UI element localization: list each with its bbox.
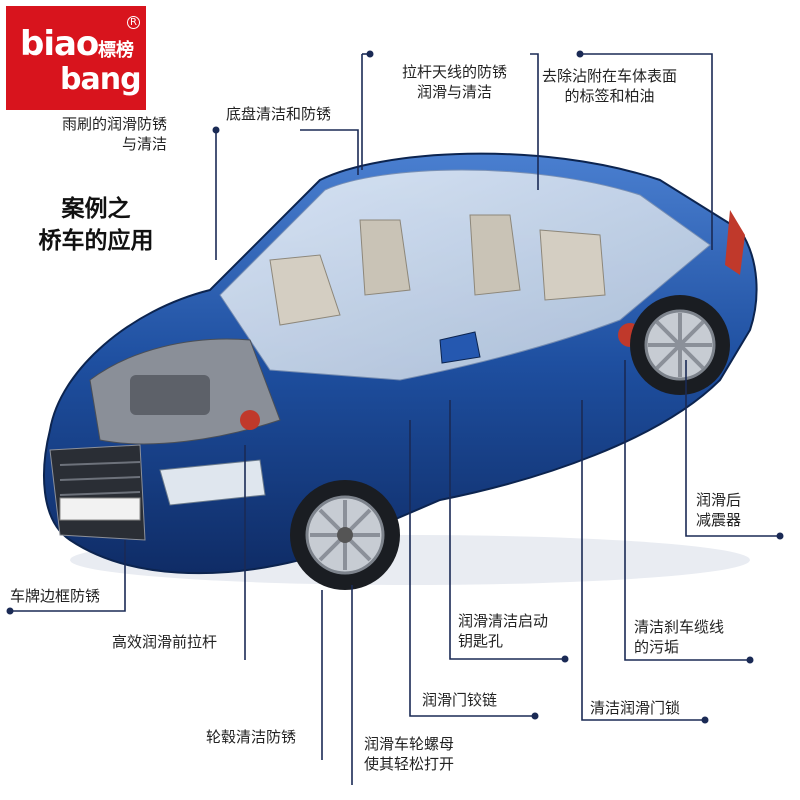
logo-text-top: biao bbox=[20, 24, 99, 64]
label-front-tie-rod: 高效润滑前拉杆 bbox=[112, 633, 218, 651]
label-license-plate-frame: 车牌边框防锈 bbox=[10, 587, 101, 605]
label-sticker-removal: 去除沾附在车体表面 的标签和柏油 bbox=[542, 67, 678, 105]
label-ignition-keyhole: 润滑清洁启动 钥匙孔 bbox=[458, 612, 549, 650]
logo-text-chinese: 標榜 bbox=[98, 40, 134, 61]
brand-logo: biao 標榜 bang R bbox=[6, 6, 146, 110]
logo-text-bottom: bang bbox=[60, 62, 142, 97]
headline-line-1: 案例之 bbox=[61, 196, 131, 222]
car-cutaway-illustration bbox=[43, 152, 758, 590]
headline-line-2: 桥车的应用 bbox=[38, 228, 154, 254]
label-rear-shock: 润滑后 减震器 bbox=[696, 491, 742, 529]
label-brake-cable: 清洁刹车缆线 的污垢 bbox=[634, 618, 725, 656]
label-wheel-hub: 轮毂清洁防锈 bbox=[206, 728, 297, 746]
label-chassis: 底盘清洁和防锈 bbox=[226, 105, 332, 123]
label-antenna: 拉杆天线的防锈 润滑与清洁 bbox=[402, 63, 508, 101]
headline: 案例之 桥车的应用 bbox=[26, 193, 166, 257]
label-wheel-nut: 润滑车轮螺母 使其轻松打开 bbox=[364, 735, 455, 773]
label-wiper: 雨刷的润滑防锈 与清洁 bbox=[62, 115, 168, 153]
label-door-lock: 清洁润滑门锁 bbox=[590, 699, 681, 717]
label-door-hinge: 润滑门铰链 bbox=[422, 691, 498, 709]
registered-mark: R bbox=[127, 16, 140, 29]
